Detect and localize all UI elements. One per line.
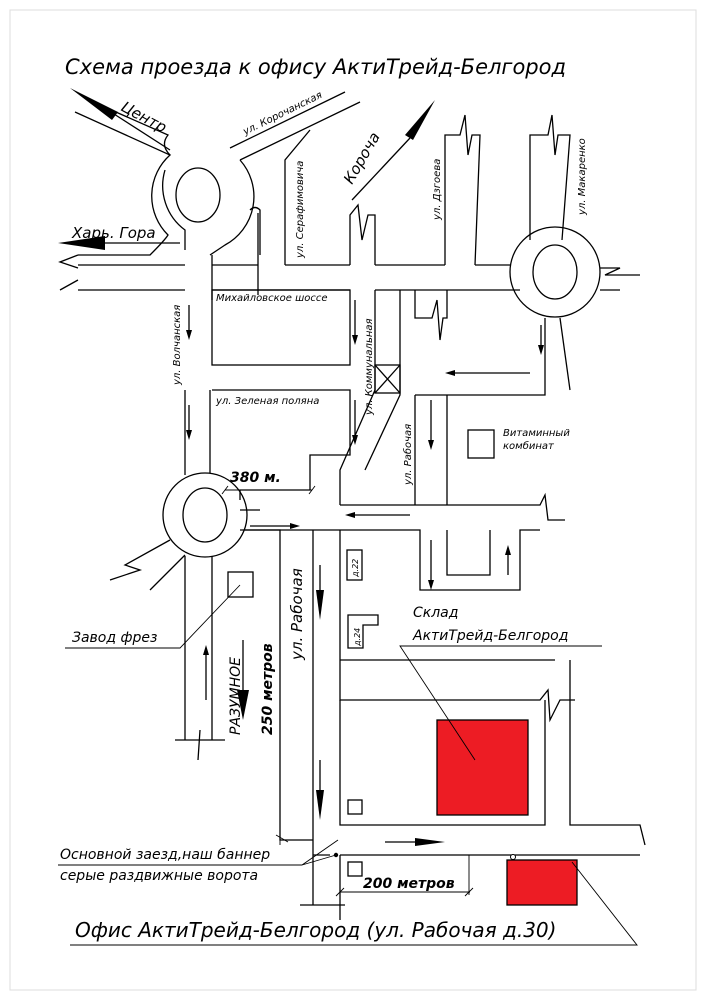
office-building <box>506 859 578 906</box>
direction-arrows <box>58 88 544 846</box>
arrow-down-icon <box>316 790 324 820</box>
dimension-380 <box>221 485 316 495</box>
entrance-point <box>333 852 339 858</box>
road-middle <box>240 492 565 591</box>
label-rabochaya-upper: ул. Рабочая <box>402 424 414 486</box>
arrow-razumnoe-icon <box>237 690 249 720</box>
label-zavod: Завод фрез <box>72 630 157 646</box>
warehouse-building <box>436 719 529 816</box>
label-rabochaya-main: ул. Рабочая <box>288 568 306 661</box>
arrow-right-icon <box>415 838 445 846</box>
label-vitamin-2: комбинат <box>503 440 555 452</box>
road-kommunalnaya <box>339 290 448 505</box>
small-building <box>347 799 363 815</box>
road-makarenko <box>529 114 571 241</box>
leader-sklad <box>399 645 602 761</box>
arrow-center-icon <box>70 88 118 120</box>
distance-250: 250 метров <box>260 643 276 735</box>
label-sklad-1: Склад <box>413 605 458 621</box>
office-marker <box>510 854 516 860</box>
road-serafimovicha <box>284 129 311 265</box>
label-makarenko: ул. Макаренко <box>577 138 588 216</box>
label-dzgoeva: ул. Дзгоева <box>432 159 443 221</box>
label-mikhailovskoe: Михайловское шоссе <box>216 293 327 304</box>
note-entrance: Основной заезд,наш баннер <box>60 847 270 863</box>
roundabout-island <box>532 244 578 300</box>
label-vitamin-1: Витаминный <box>503 428 570 439</box>
label-sklad-2: АктиТрейд-Белгород <box>412 628 568 644</box>
arrow-khar-gora-icon <box>58 236 105 250</box>
building-d22 <box>346 549 363 581</box>
label-serafimovicha: ул. Серафимовича <box>295 161 306 259</box>
office-label: Офис АктиТрейд-Белгород (ул. Рабочая д.3… <box>75 918 556 942</box>
map-title: Схема проезда к офису АктиТрейд-Белгород <box>65 55 566 79</box>
label-d22: д.22 <box>351 559 360 578</box>
roundabout-island <box>182 487 228 543</box>
building-d24 <box>347 614 379 649</box>
label-center: Центр <box>118 98 170 137</box>
leader-zavod <box>65 584 241 649</box>
note-gates: серые раздвижные ворота <box>60 868 258 884</box>
label-razumnoe: РАЗУМНОЕ <box>228 657 244 735</box>
building-zavod <box>227 571 254 598</box>
distance-380: 380 м. <box>230 470 281 486</box>
label-korocha: Короча <box>340 129 384 187</box>
dimension-200 <box>335 855 474 897</box>
leader-entrance <box>58 839 339 866</box>
block-mikhailovskoe <box>211 289 351 366</box>
label-kommunalnaya: ул. Коммунальная <box>364 318 375 416</box>
dimension-250 <box>275 630 289 845</box>
roundabout-north-east <box>415 226 601 396</box>
page-frame <box>9 9 697 991</box>
roundabout-north-west <box>74 91 361 300</box>
road-dzgoeva <box>444 114 481 266</box>
building-vitamin <box>467 429 495 459</box>
label-volchanskaya: ул. Волчанская <box>172 305 183 386</box>
lower-blocks <box>300 530 646 920</box>
label-d24: д.24 <box>353 628 362 647</box>
leader-office <box>70 861 638 946</box>
label-korochanskaya: ул. Корочанская <box>241 90 325 138</box>
road-break-north <box>349 203 376 265</box>
distance-200: 200 метров <box>363 876 455 892</box>
label-khar-gora: Харь. Гора <box>71 224 156 242</box>
small-building <box>347 861 363 877</box>
road-loop <box>446 530 491 576</box>
roundabout-island <box>175 167 221 223</box>
arrow-korocha-icon <box>405 100 435 140</box>
arrow-down-icon <box>316 590 324 620</box>
label-zelenaya: ул. Зеленая поляна <box>215 396 319 407</box>
